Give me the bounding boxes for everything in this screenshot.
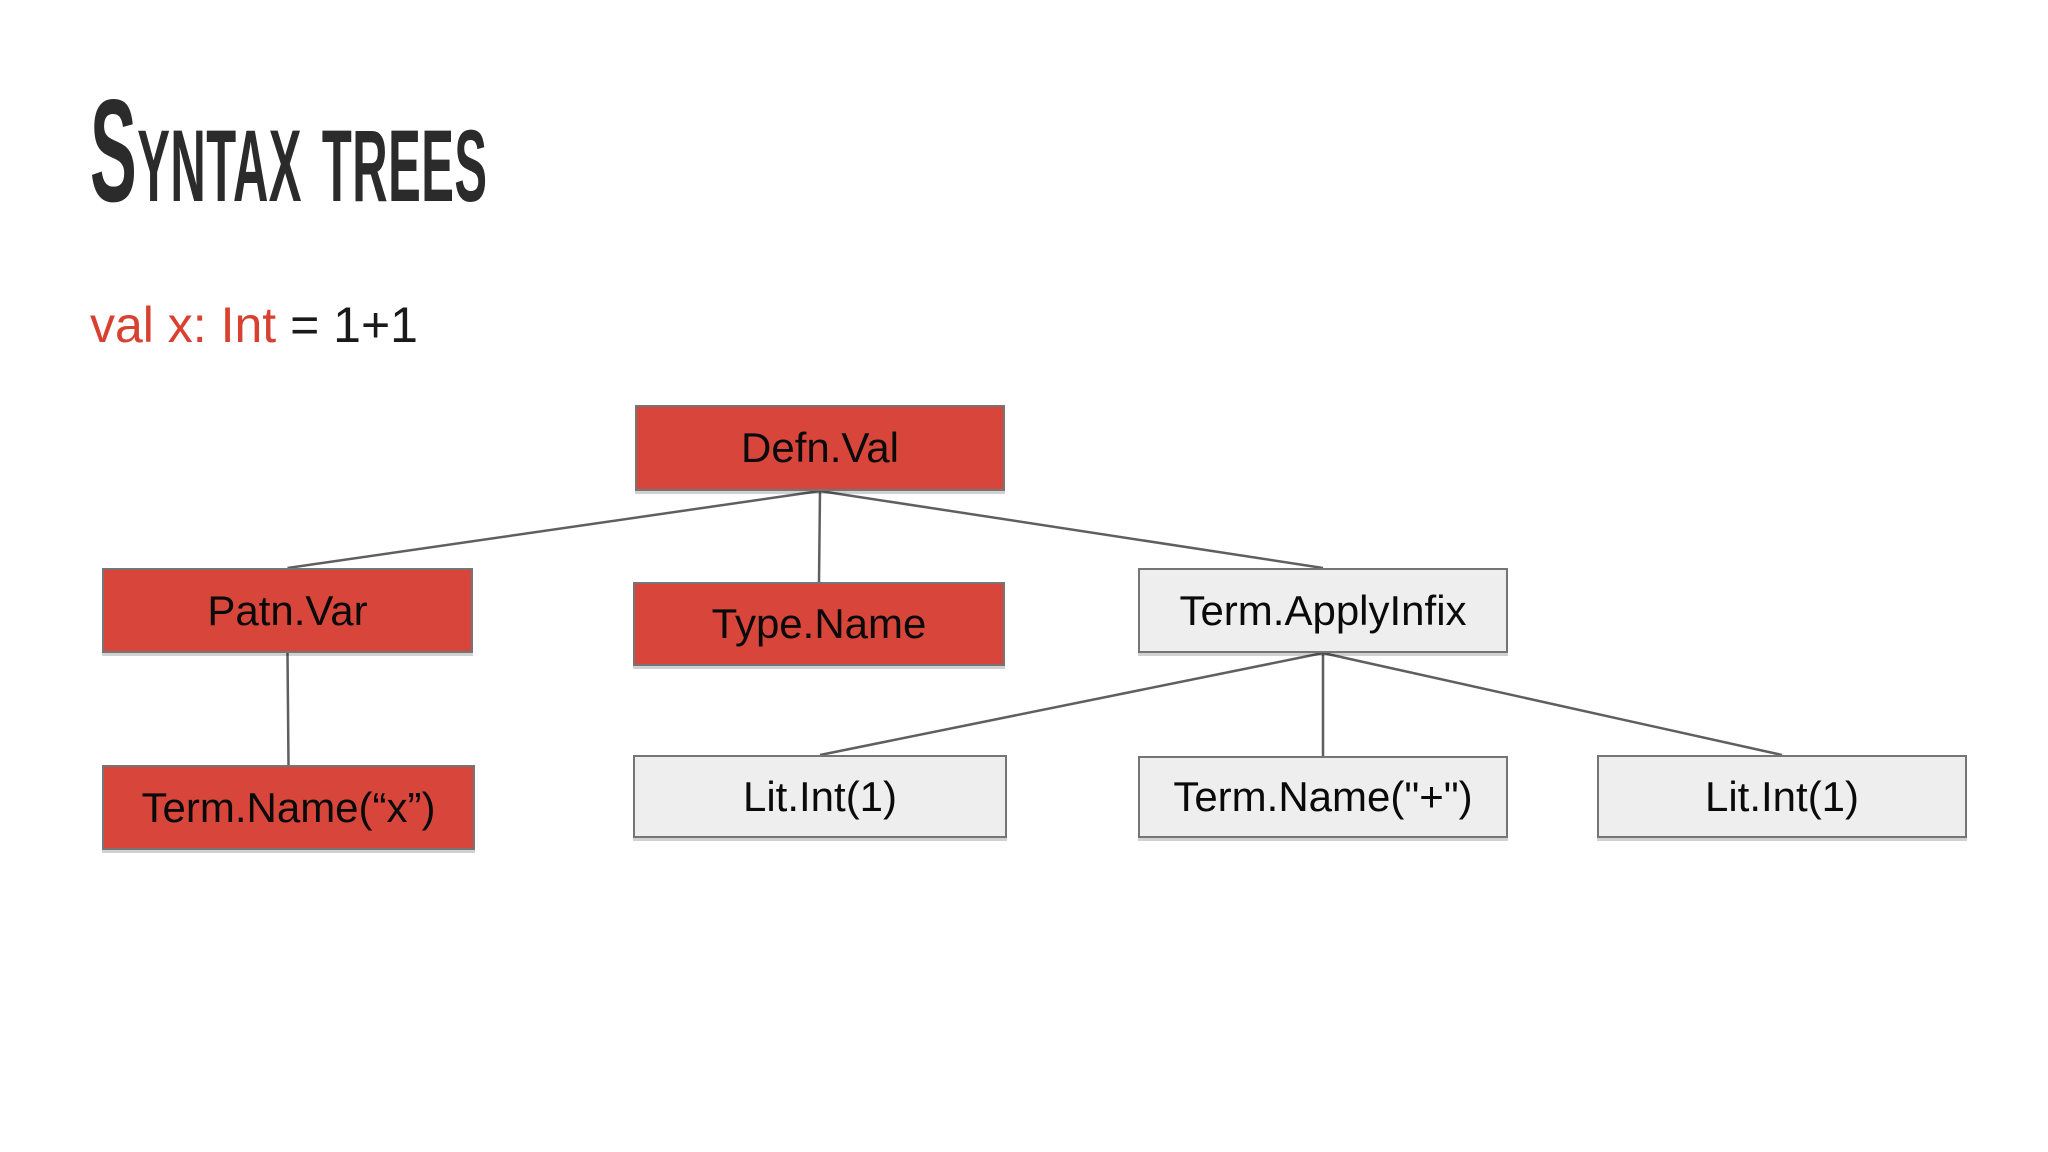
tree-edge-defn-val-to-type-name: [817, 490, 822, 583]
page-title: Syntax trees: [90, 69, 488, 232]
tree-node-defn-val: Defn.Val: [635, 405, 1005, 491]
tree-edge-term-applyinfix-to-lit-int-1: [819, 651, 1324, 757]
tree-node-term-applyinfix: Term.ApplyInfix: [1138, 568, 1508, 653]
tree-edge-defn-val-to-patn-var: [287, 489, 821, 570]
tree-node-lit-int-2: Lit.Int(1): [1597, 755, 1967, 838]
tree-edge-defn-val-to-term-applyinfix: [819, 489, 1324, 570]
code-line: val x: Int = 1+1: [90, 298, 418, 353]
code-declaration-red: val x: Int: [90, 297, 277, 353]
tree-edge-term-applyinfix-to-lit-int-2: [1322, 651, 1783, 757]
tree-node-patn-var: Patn.Var: [102, 568, 473, 653]
tree-node-type-name: Type.Name: [633, 582, 1005, 666]
tree-node-term-name-x: Term.Name(“x”): [102, 765, 475, 850]
tree-edge-patn-var-to-term-name-x: [286, 652, 290, 766]
tree-node-lit-int-1: Lit.Int(1): [633, 755, 1007, 838]
tree-node-term-name-plus: Term.Name("+"): [1138, 756, 1508, 838]
code-expression-black: = 1+1: [276, 297, 418, 353]
